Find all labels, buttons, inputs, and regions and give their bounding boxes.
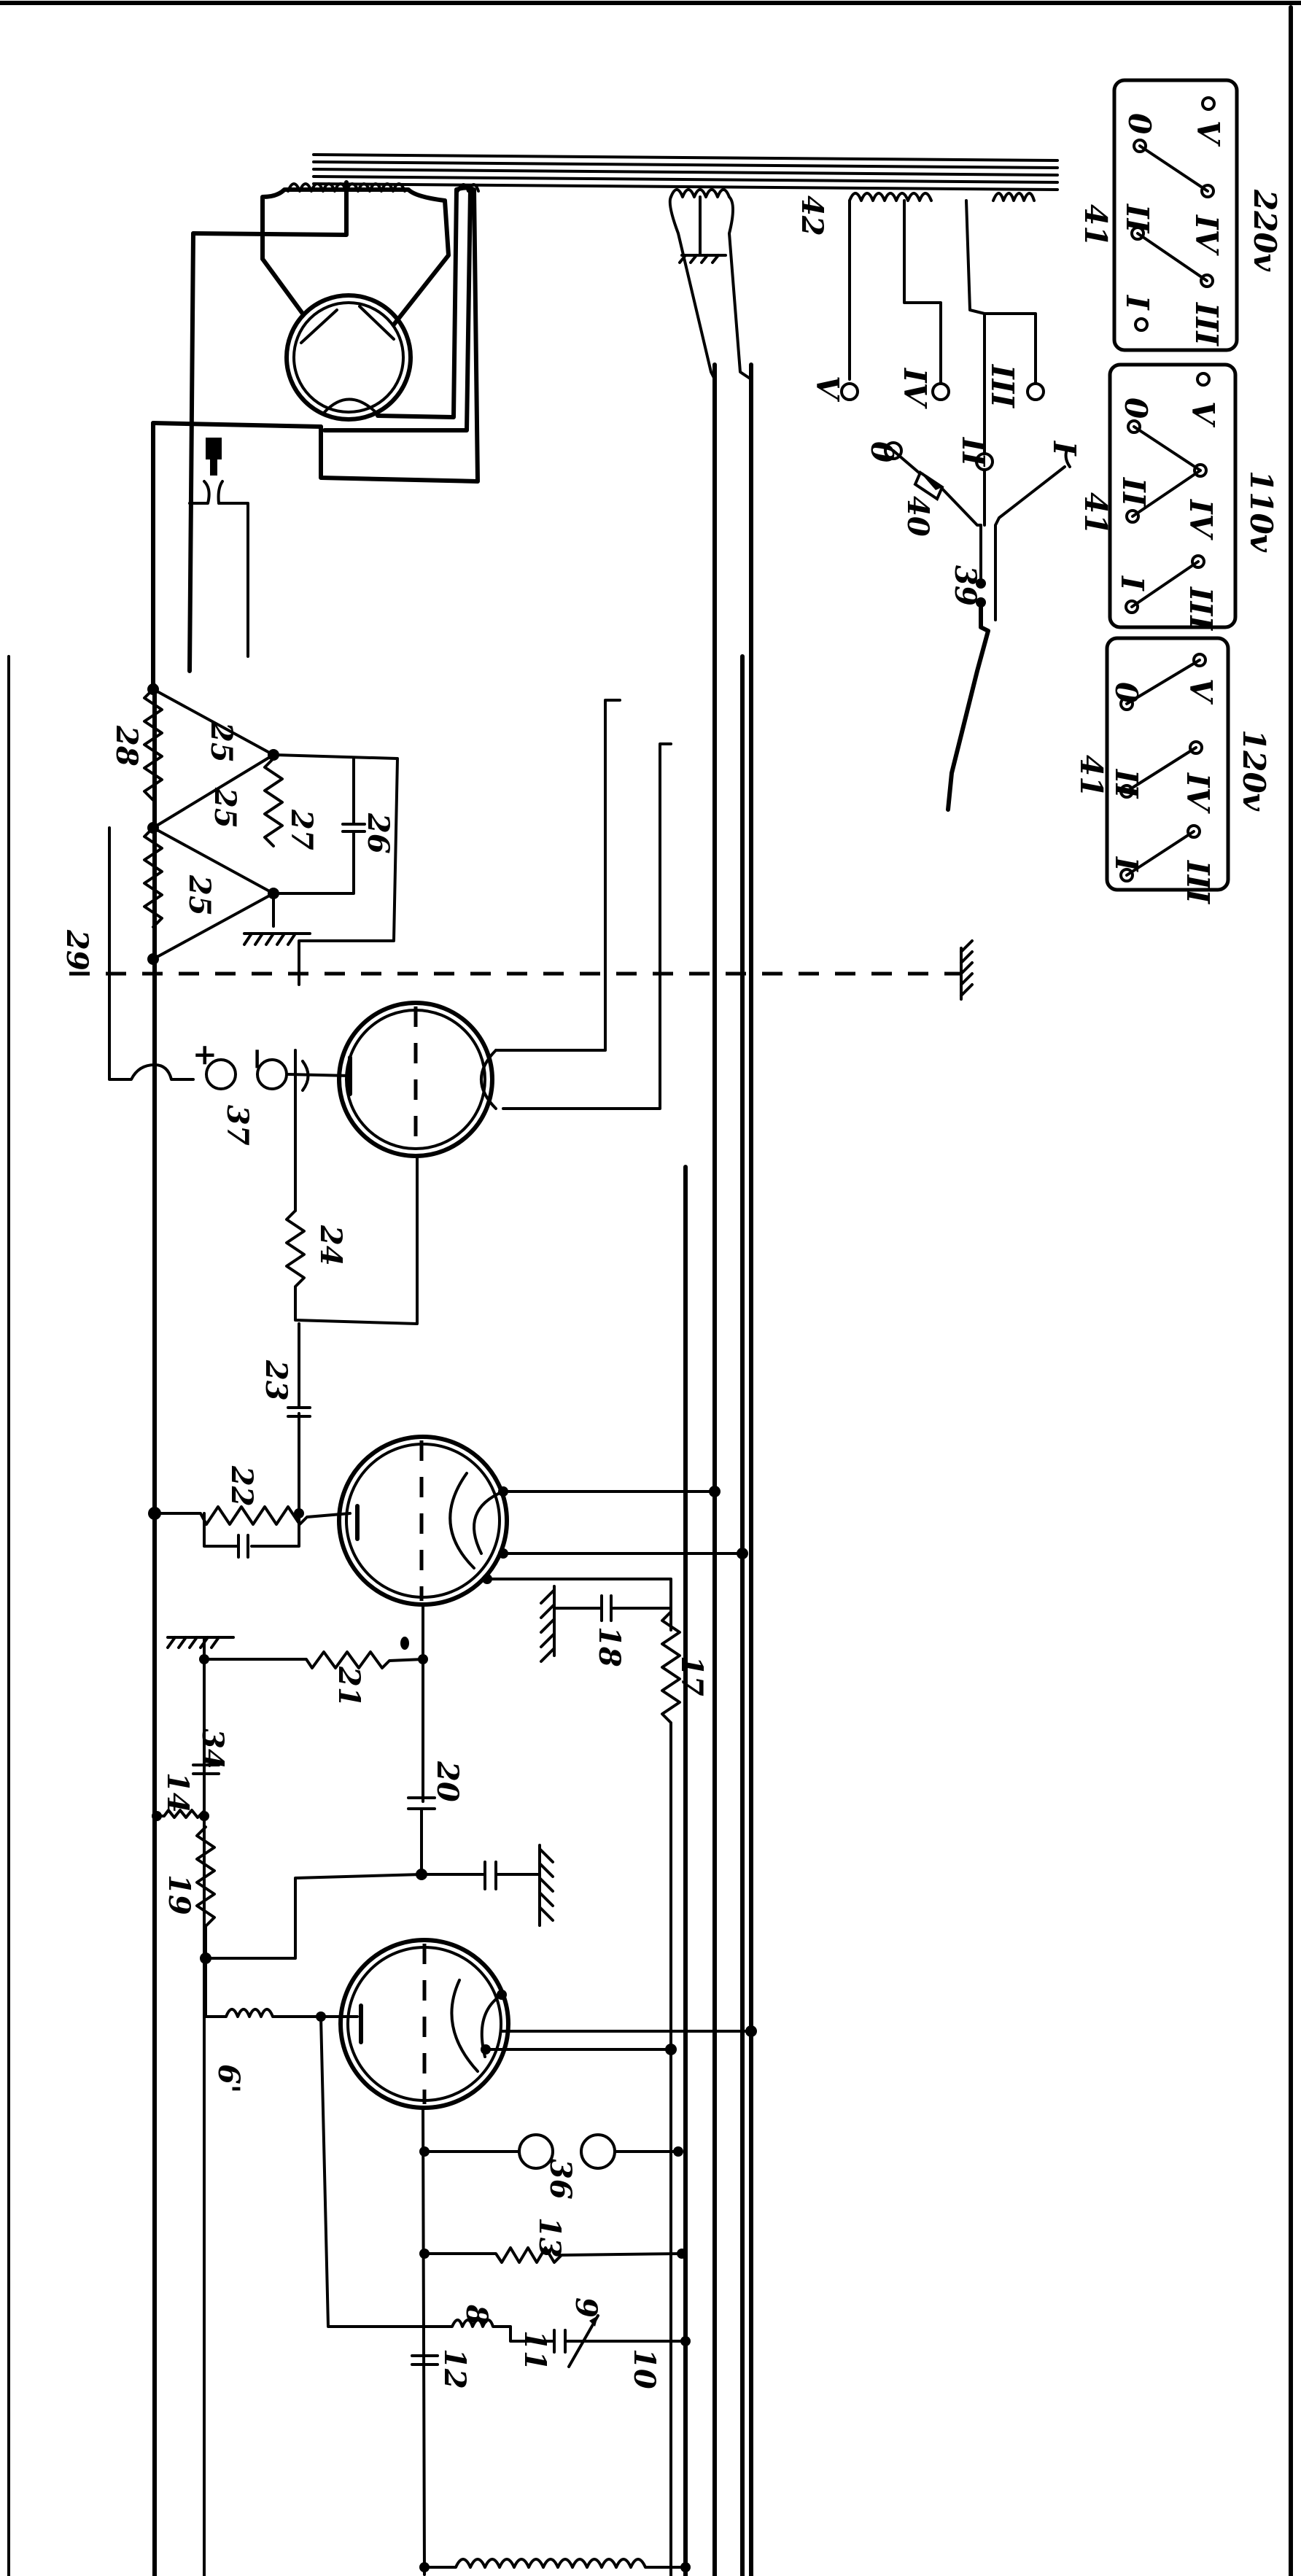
label-6: 6' — [211, 2064, 246, 2093]
box220-term-0: 0 — [1122, 113, 1157, 134]
label-25b: 25 — [208, 787, 242, 829]
box220-term-IV: IV — [1189, 214, 1224, 257]
label-25c: 25 — [182, 874, 217, 916]
capacitor-20-icon — [407, 1796, 554, 1927]
tap-label-IV: IV — [897, 368, 933, 410]
switch-box-220v — [1112, 78, 1239, 352]
fuse-plug-icon — [188, 438, 249, 658]
voltage-selector-40 — [892, 449, 1066, 812]
label-10: 10 — [627, 2348, 661, 2389]
resistor-24-icon — [285, 1155, 419, 1325]
box120-term-IV: IV — [1180, 772, 1216, 815]
label-22: 22 — [225, 1465, 259, 1507]
capacitor-34-icon — [192, 1764, 220, 1775]
label-minus: − — [241, 1047, 275, 1071]
box-voltage-120: 120v — [1236, 729, 1272, 812]
box120-term-II: II — [1108, 769, 1144, 799]
box110-term-III: III — [1183, 586, 1219, 631]
box120-term-III: III — [1180, 860, 1216, 904]
transformer-core — [312, 153, 1059, 191]
label-27: 27 — [284, 809, 319, 850]
box-ref-220: 41 — [1078, 204, 1114, 247]
label-40: 40 — [901, 496, 935, 537]
box-voltage-110: 110v — [1243, 470, 1279, 553]
box220-term-III: III — [1189, 302, 1224, 346]
bus-lines — [152, 362, 753, 2576]
label-39: 39 — [948, 565, 982, 606]
box120-term-I: I — [1108, 856, 1144, 872]
tap-label-I: I — [1046, 441, 1082, 457]
detector-tube — [338, 1938, 757, 2110]
box-voltage-220: 220v — [1247, 189, 1283, 272]
label-34: 34 — [195, 1729, 230, 1769]
resistor-14-icon — [152, 1809, 209, 1821]
label-12: 12 — [438, 2348, 472, 2389]
tap-label-II: II — [955, 437, 991, 468]
resistor-17-icon — [661, 1610, 681, 2576]
label-plus: + — [188, 1043, 222, 1068]
resistor-13-icon — [419, 2246, 687, 2264]
box110-term-II: II — [1116, 477, 1152, 508]
coil-6-icon — [204, 1957, 410, 2328]
box220-term-II: II — [1119, 203, 1155, 234]
label-21: 21 — [332, 1666, 366, 1707]
label-23: 23 — [259, 1359, 293, 1401]
box110-term-IV: IV — [1183, 499, 1219, 541]
box120-term-0: 0 — [1108, 682, 1144, 703]
resistor-28-icon — [143, 688, 163, 802]
ground-18-icon — [540, 1585, 672, 1663]
label-20: 20 — [430, 1761, 465, 1802]
box-ref-120: 41 — [1073, 755, 1109, 797]
label-29: 29 — [60, 929, 94, 971]
rectifier-heater-coil-icon — [287, 182, 480, 193]
resistor-lower-icon — [143, 826, 163, 928]
switch-box-120v — [1105, 636, 1230, 892]
ground-icon — [960, 939, 974, 1001]
label-25a: 25 — [204, 721, 238, 763]
lamp-36-icon — [419, 2133, 683, 2170]
label-9: 9 — [569, 2297, 603, 2318]
resistor-27-icon — [263, 757, 284, 847]
label-8: 8 — [459, 2304, 494, 2325]
label-14: 14 — [160, 1772, 195, 1813]
label-11: 11 — [518, 2330, 552, 2371]
label-36: 36 — [543, 2159, 578, 2200]
divider-network — [108, 683, 399, 1081]
resistor-19-icon — [195, 1826, 216, 1960]
label-19: 19 — [162, 1874, 196, 1915]
box110-term-V: V — [1185, 401, 1221, 428]
box120-term-V: V — [1183, 678, 1219, 705]
speaker-transformer — [668, 188, 753, 381]
tap-label-V: V — [809, 376, 845, 403]
box110-term-I: I — [1114, 575, 1150, 591]
rectifier-tube — [151, 180, 480, 688]
output-tube — [337, 1001, 497, 1158]
power-transformer-42 — [840, 192, 1071, 527]
label-18: 18 — [592, 1626, 626, 1667]
box220-term-I: I — [1119, 295, 1155, 311]
label-13: 13 — [532, 2217, 567, 2258]
tuning-circuit — [407, 2314, 691, 2572]
capacitor-12-icon — [411, 2354, 439, 2366]
box110-term-0: 0 — [1118, 397, 1154, 419]
label-42: 42 — [795, 195, 829, 236]
resistor-21-icon — [166, 1603, 428, 2576]
label-28: 28 — [109, 725, 144, 767]
box220-term-V: V — [1190, 120, 1226, 147]
box-ref-110: 41 — [1078, 492, 1114, 535]
switch-box-110v — [1108, 362, 1238, 629]
label-17: 17 — [675, 1656, 709, 1696]
label-24: 24 — [314, 1225, 348, 1266]
tap-label-III: III — [985, 364, 1020, 408]
label-26: 26 — [361, 812, 395, 854]
resistor-22-icon — [148, 1505, 352, 1559]
tap-label-0: 0 — [864, 441, 900, 462]
label-37: 37 — [220, 1105, 255, 1146]
meter-37 — [205, 1049, 352, 1103]
